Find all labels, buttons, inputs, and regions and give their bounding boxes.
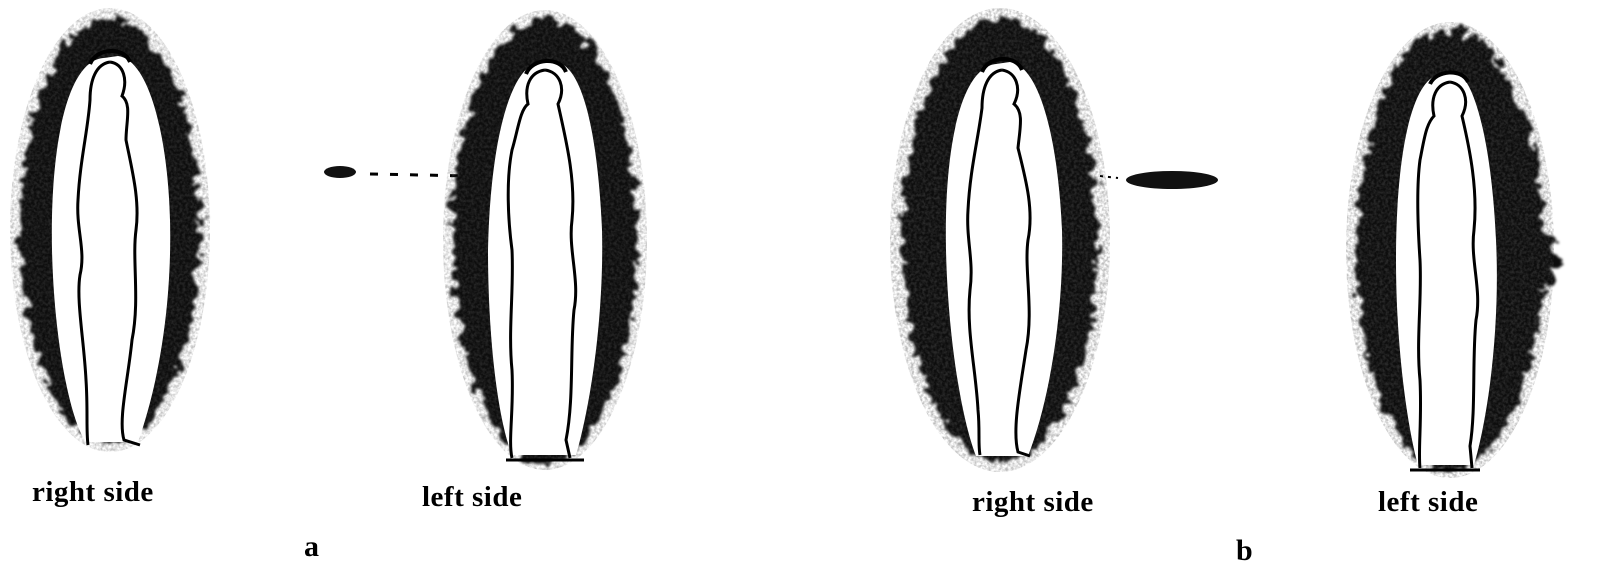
panel-b-figure-left-side <box>1346 22 1558 478</box>
aura-inner-field <box>488 62 602 455</box>
aura-inner-field <box>1396 72 1497 465</box>
panel-a-figure-right-side <box>10 8 210 452</box>
panel-letter-a: a <box>304 532 319 562</box>
panel-b-figure-right-side <box>890 8 1110 472</box>
label-panel-a-right-side: right side <box>32 478 154 507</box>
aura-inner-field <box>52 56 170 442</box>
label-panel-b-right-side: right side <box>972 488 1094 517</box>
aura-inner-field <box>946 62 1062 456</box>
emission-solid <box>1100 171 1218 189</box>
label-panel-a-left-side: left side <box>422 483 522 512</box>
label-panel-b-left-side: left side <box>1378 488 1478 517</box>
panel-a-figure-left-side <box>443 10 647 470</box>
panel-letter-b: b <box>1236 536 1253 566</box>
